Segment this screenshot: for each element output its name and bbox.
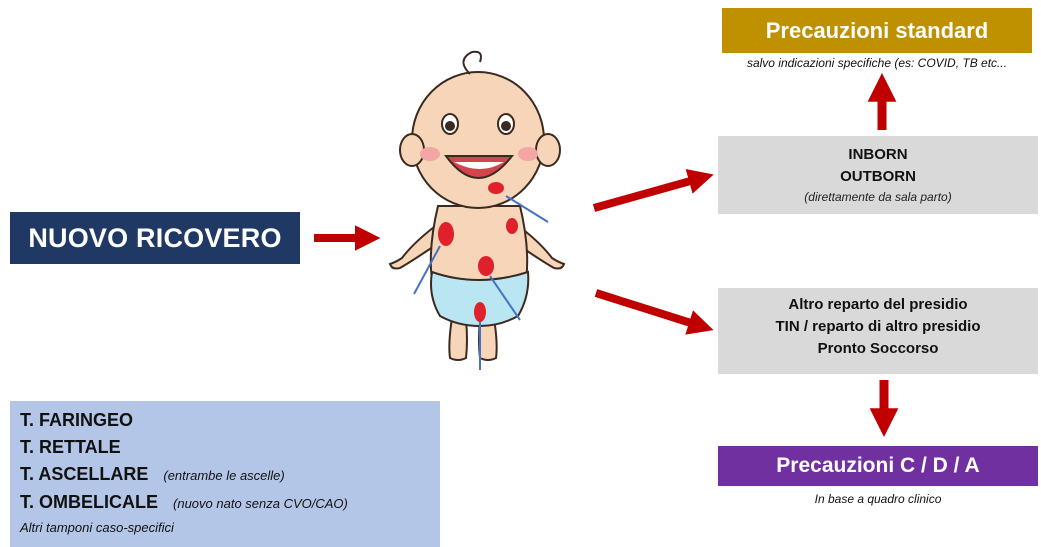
baby-illustration <box>388 50 566 361</box>
swab-list-box: T. FARINGEO T. RETTALE T. ASCELLARE (ent… <box>10 401 440 547</box>
cda-precautions-note: In base a quadro clinico <box>814 492 942 506</box>
swab-item: T. ASCELLARE (entrambe le ascelle) <box>20 461 430 489</box>
swab-item: T. OMBELICALE (nuovo nato senza CVO/CAO) <box>20 489 430 517</box>
swab-site-rectal <box>474 302 486 322</box>
swab-site-axilla-right <box>506 218 518 234</box>
inborn-outborn-box: INBORN OUTBORN (direttamente da sala par… <box>718 136 1038 214</box>
standard-precautions-title: Precauzioni standard <box>765 17 989 43</box>
arrow-to-altro <box>594 289 714 335</box>
swab-sites <box>413 182 549 370</box>
swab-note: (nuovo nato senza CVO/CAO) <box>173 496 348 511</box>
inborn-label: INBORN <box>848 146 908 163</box>
cda-precautions-title: Precauzioni C / D / A <box>776 454 980 477</box>
arrow-to-inborn <box>592 169 714 212</box>
swab-item: T. FARINGEO <box>20 407 430 434</box>
nicu-other-hospital-label: TIN / reparto di altro presidio <box>775 318 981 335</box>
other-origin-box: Altro reparto del presidio TIN / reparto… <box>718 288 1038 374</box>
outborn-note: (direttamente da sala parto) <box>804 190 952 204</box>
swab-label: T. ASCELLARE <box>20 464 149 484</box>
swab-other-note: Altri tamponi caso-specifici <box>20 520 174 535</box>
outborn-label: OUTBORN <box>840 168 916 185</box>
swab-site-pharynx <box>488 182 504 194</box>
new-admission-label: NUOVO RICOVERO <box>28 222 282 253</box>
swab-label: T. RETTALE <box>20 437 121 457</box>
other-ward-label: Altro reparto del presidio <box>788 296 968 313</box>
cda-precautions-box: Precauzioni C / D / A <box>718 446 1038 486</box>
standard-precautions-note: salvo indicazioni specifiche (es: COVID,… <box>746 56 1008 70</box>
emergency-room-label: Pronto Soccorso <box>817 340 939 357</box>
swab-label: T. OMBELICALE <box>20 492 158 512</box>
swab-note: (entrambe le ascelle) <box>163 468 285 483</box>
standard-precautions-box: Precauzioni standard <box>722 8 1032 53</box>
swab-item: T. RETTALE <box>20 434 430 461</box>
new-admission-box: NUOVO RICOVERO <box>10 212 300 264</box>
swab-site-axilla-left <box>438 222 454 246</box>
swab-site-umbilical <box>478 256 494 276</box>
swab-label: T. FARINGEO <box>20 410 134 430</box>
